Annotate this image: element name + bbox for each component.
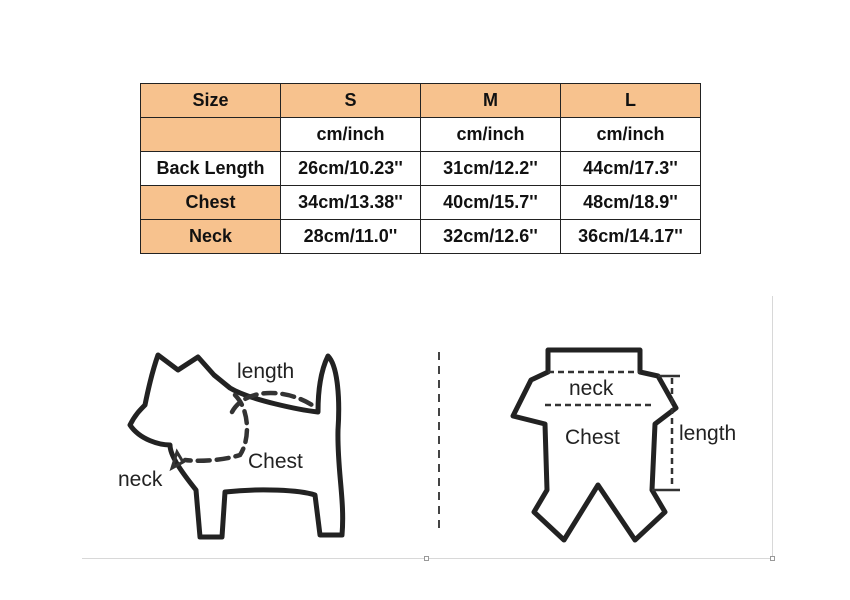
garment-length-label: length	[679, 422, 736, 445]
table-row: Neck 28cm/11.0'' 32cm/12.6'' 36cm/14.17'…	[140, 219, 701, 254]
table-cell: 36cm/14.17''	[560, 219, 701, 254]
row-label-back-length: Back Length	[140, 151, 281, 186]
garment-measure-lines	[545, 370, 680, 492]
table-units-row: cm/inch cm/inch cm/inch	[140, 117, 701, 152]
units-cell-s: cm/inch	[280, 117, 421, 152]
units-cell-empty	[140, 117, 281, 152]
table-cell: 32cm/12.6''	[420, 219, 561, 254]
row-label-neck: Neck	[140, 219, 281, 254]
size-chart-table: Size S M L cm/inch cm/inch cm/inch Back …	[140, 83, 701, 254]
table-row: Back Length 26cm/10.23'' 31cm/12.2'' 44c…	[140, 151, 701, 186]
dog-neck-label: neck	[118, 468, 163, 491]
table-row: Chest 34cm/13.38'' 40cm/15.7'' 48cm/18.9…	[140, 185, 701, 220]
dog-length-label: length	[237, 360, 294, 383]
garment-chest-label: Chest	[565, 426, 620, 449]
table-cell: 28cm/11.0''	[280, 219, 421, 254]
frame-tick-mark	[424, 556, 429, 561]
diagram-frame-right-edge	[772, 296, 773, 558]
frame-tick-mark	[770, 556, 775, 561]
table-cell: 40cm/15.7''	[420, 185, 561, 220]
header-cell-size: Size	[140, 83, 281, 118]
header-cell-l: L	[560, 83, 701, 118]
units-cell-l: cm/inch	[560, 117, 701, 152]
table-cell: 44cm/17.3''	[560, 151, 701, 186]
dog-neck-tag-icon	[169, 448, 186, 472]
dog-chest-label: Chest	[248, 450, 303, 473]
garment-neck-label: neck	[569, 377, 614, 400]
dog-outline-icon	[127, 352, 346, 540]
table-cell: 31cm/12.2''	[420, 151, 561, 186]
table-cell: 48cm/18.9''	[560, 185, 701, 220]
table-cell: 34cm/13.38''	[280, 185, 421, 220]
garment-outline-icon	[510, 347, 679, 543]
dog-measure-lines	[182, 390, 315, 464]
table-cell: 26cm/10.23''	[280, 151, 421, 186]
table-header-row: Size S M L	[140, 83, 701, 118]
units-cell-m: cm/inch	[420, 117, 561, 152]
